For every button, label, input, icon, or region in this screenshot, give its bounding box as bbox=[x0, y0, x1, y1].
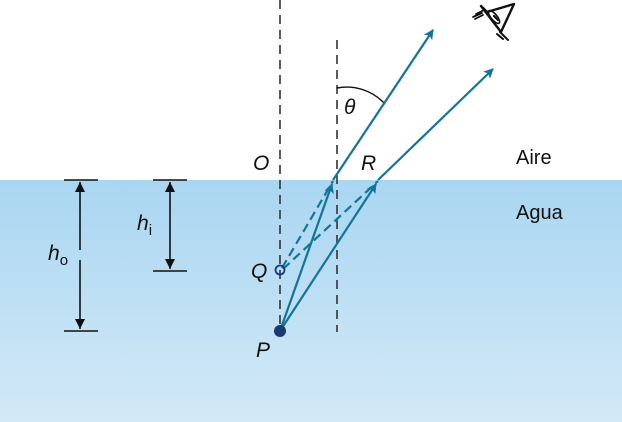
label-p: P bbox=[256, 339, 270, 362]
object-depth-dimension bbox=[64, 179, 98, 332]
ray-1-underwater bbox=[278, 183, 334, 332]
virtual-ray-2 bbox=[282, 180, 379, 270]
virtual-ray-1 bbox=[281, 180, 334, 269]
water-region bbox=[0, 180, 622, 422]
label-r: R bbox=[361, 152, 376, 175]
ray-1-air bbox=[332, 29, 434, 181]
label-h-o: ho bbox=[48, 242, 68, 269]
eye-icon bbox=[472, 2, 516, 41]
label-h-i: hi bbox=[137, 212, 152, 239]
ray-2-air bbox=[377, 68, 494, 181]
ray-2-underwater bbox=[279, 183, 377, 332]
label-o: O bbox=[253, 152, 269, 175]
theta-arc bbox=[336, 86, 386, 105]
label-q: Q bbox=[251, 260, 267, 283]
image-point-q bbox=[274, 264, 286, 276]
object-point-p bbox=[274, 325, 286, 337]
image-depth-dimension bbox=[153, 179, 187, 272]
label-theta: θ bbox=[344, 96, 356, 119]
label-water: Agua bbox=[516, 202, 564, 224]
label-air: Aire bbox=[516, 147, 552, 169]
